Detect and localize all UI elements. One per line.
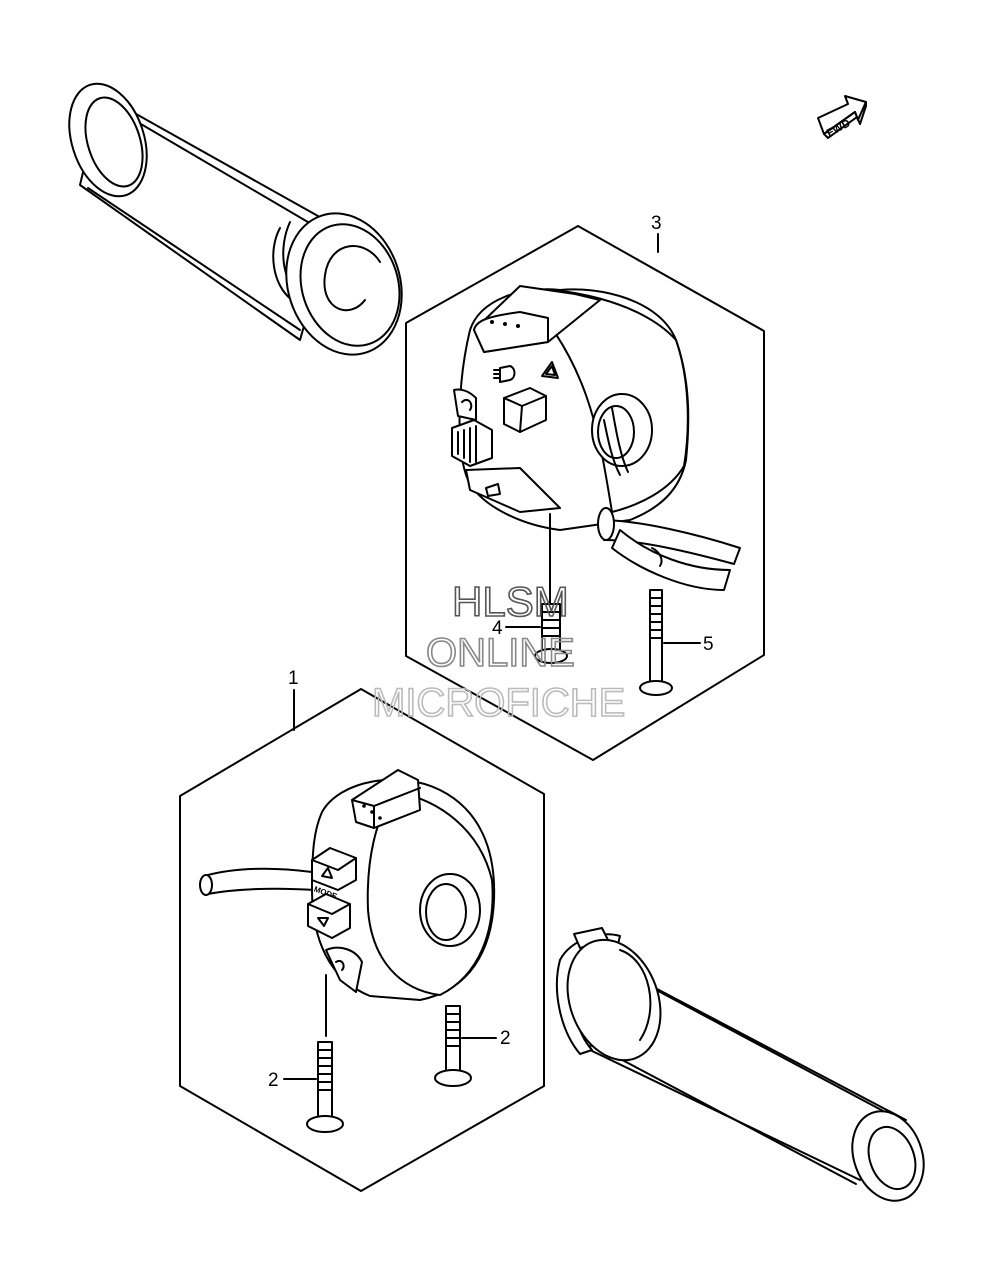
- headlight-icon: [493, 365, 516, 383]
- right-handlebar-grip: [555, 927, 925, 1202]
- left-handlebar-grip: [68, 82, 403, 356]
- screw-2-left: 2: [268, 1041, 344, 1133]
- assembly-box-1: 1: [179, 668, 545, 1192]
- watermark-line3: MICROFICHE: [372, 681, 625, 725]
- watermark-line2: ONLINE: [426, 631, 575, 675]
- screw-2-right: 2: [434, 1005, 511, 1087]
- hazard-icon: [541, 361, 559, 379]
- callout-2b-label: 2: [500, 1028, 511, 1049]
- callout-1-label: 1: [288, 668, 299, 689]
- callout-2a-label: 2: [268, 1070, 279, 1091]
- screw-4: 4: [492, 603, 568, 664]
- fwd-arrow-icon: FWD: [817, 95, 867, 140]
- callout-3-label: 3: [651, 213, 662, 234]
- watermark: HLSM ONLINE MICROFICHE: [371, 577, 626, 726]
- callout-4-label: 4: [492, 618, 503, 639]
- right-handlebar-switch: [451, 285, 741, 639]
- watermark-line1: HLSM: [452, 578, 569, 625]
- screw-5: 5: [639, 589, 714, 696]
- assembly-box-3: 3: [405, 213, 765, 761]
- callout-5-label: 5: [703, 634, 714, 655]
- left-handlebar-switch: MODE: [199, 769, 496, 1037]
